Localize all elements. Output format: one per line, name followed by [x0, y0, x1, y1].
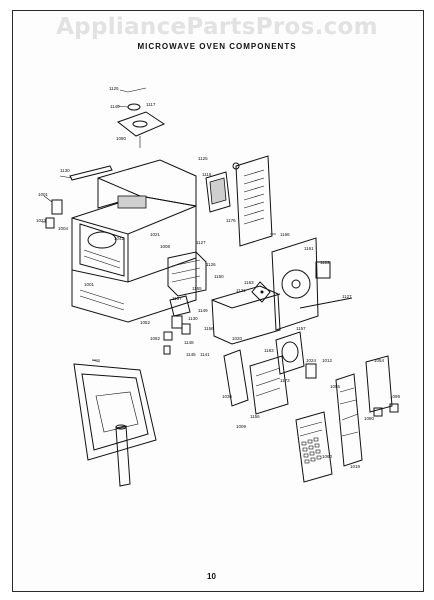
control-panel-bracket [223, 349, 289, 415]
magnetron [167, 251, 207, 317]
callout-label: 1080 [364, 416, 375, 421]
door-handle [115, 424, 131, 487]
callout-label: 1116 [202, 172, 212, 177]
callout-label: 1001 [84, 282, 95, 287]
interlock-switches [45, 199, 63, 229]
callout-label: 1125 [198, 156, 208, 161]
callout-label: 1183 [264, 348, 274, 353]
door-rod [299, 297, 353, 309]
diagram-frame [12, 10, 424, 592]
callout-label: 1019 [350, 464, 361, 469]
callout-label: 1173 [280, 378, 290, 383]
callout-labels: 1125 1140 1117 1080 1130 1001 1023 1004 … [36, 86, 401, 469]
callout-label: 1125 [109, 86, 119, 91]
page-number: 10 [207, 572, 216, 581]
callout-label: 1060 [322, 454, 333, 459]
callout-label: 1156 [250, 414, 260, 419]
callout-label: 1042 [114, 236, 125, 241]
callout-label: 1024 [306, 358, 317, 363]
oven-cavity [71, 159, 197, 323]
control-panel [295, 411, 333, 483]
callout-label: 1127 [196, 240, 206, 245]
callout-label: 1176 [226, 218, 236, 223]
callout-leaders [42, 89, 276, 361]
callout-label: 1021 [150, 232, 161, 237]
cooling-fan-assembly [271, 237, 331, 331]
callout-label: 1141 [200, 352, 210, 357]
callout-label: 1099 [390, 394, 401, 399]
hinge-parts [163, 315, 191, 355]
rear-vent-panel [235, 155, 273, 247]
callout-label: 1156 [204, 326, 214, 331]
callout-label: 1157 [172, 296, 182, 301]
door-assembly [73, 359, 157, 461]
callout-label: 1163 [244, 280, 254, 285]
callout-label: 1009 [236, 424, 247, 429]
callout-label: 1155 [192, 286, 202, 291]
callout-label: 1082 [150, 336, 161, 341]
callout-label: 1150 [214, 274, 224, 279]
callout-label: 1145 [186, 352, 196, 357]
control-cover [365, 355, 399, 417]
callout-label: 1130 [188, 316, 198, 321]
high-voltage-transformer [205, 162, 240, 213]
callout-label: 1036 [222, 394, 233, 399]
callout-label: 1126 [206, 262, 216, 267]
watermark: AppliancePartsPros.com [56, 14, 378, 40]
callout-label: 1156 [280, 232, 290, 237]
callout-label: 1001 [38, 192, 49, 197]
callout-label: 1054 [374, 358, 385, 363]
callout-label: 1140 [110, 104, 120, 109]
base-bracket [211, 285, 281, 345]
callout-label: 1004 [58, 226, 69, 231]
callout-label: 1149 [198, 308, 208, 313]
callout-label: 1012 [322, 358, 333, 363]
control-circuit-board [335, 373, 363, 467]
waveguide-bar [69, 165, 113, 181]
callout-label: 1117 [146, 102, 156, 107]
diagram-title: MICROWAVE OVEN COMPONENTS [137, 42, 297, 51]
callout-label: 1023 [36, 218, 47, 223]
callout-label: 1080 [116, 136, 127, 141]
callout-label: 1130 [60, 168, 70, 173]
callout-label: 1052 [140, 320, 151, 325]
capacitor [275, 331, 317, 379]
callout-label: 1008 [160, 244, 171, 249]
callout-label: 1157 [296, 326, 306, 331]
callout-label: 1055 [330, 384, 341, 389]
callout-label: 1020 [232, 336, 243, 341]
stirrer-cover-assembly [116, 87, 166, 148]
callout-label: 1122 [320, 260, 330, 265]
callout-label: 1131 [236, 288, 246, 293]
callout-label: 1148 [184, 340, 194, 345]
callout-label: 1127 [342, 294, 352, 299]
fan-blade [251, 281, 271, 303]
callout-label: 1161 [304, 246, 314, 251]
